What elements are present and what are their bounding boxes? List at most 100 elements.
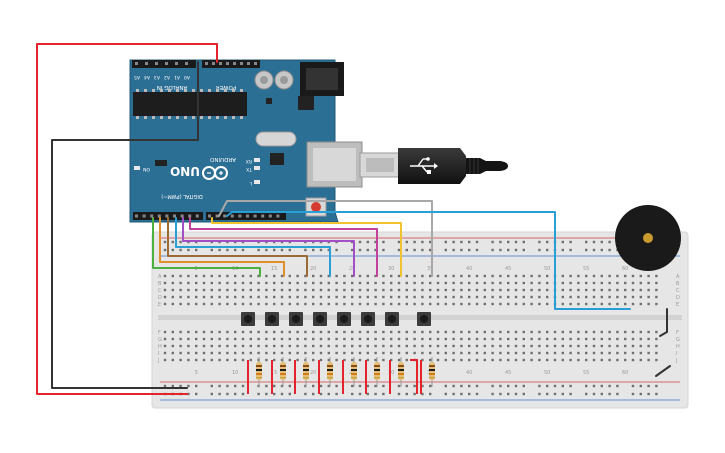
wire-pin6-purple[interactable] [182, 217, 355, 277]
reset-button-cap[interactable] [311, 202, 321, 212]
usb-icon [410, 157, 438, 174]
column-number: 55 [583, 266, 589, 272]
resistor[interactable] [280, 357, 286, 387]
row-letter: J [157, 358, 159, 364]
row-letter: G [676, 337, 680, 343]
svg-text:A0: A0 [184, 74, 190, 80]
svg-text:A4: A4 [144, 74, 150, 80]
resistor[interactable] [351, 357, 357, 387]
column-number: 10 [232, 370, 238, 376]
row-letter: I [158, 351, 159, 357]
row-letter: F [158, 330, 161, 336]
resistors[interactable] [247, 357, 435, 394]
buzzer-center-icon [643, 233, 653, 243]
resistor[interactable] [303, 357, 309, 387]
svg-text:A2: A2 [164, 74, 170, 80]
svg-text:A5: A5 [134, 74, 140, 80]
column-number: 50 [544, 370, 550, 376]
row-letter: C [158, 288, 162, 294]
wire-pin11-blue[interactable] [226, 211, 631, 310]
column-number: 20 [310, 370, 316, 376]
row-letter: A [158, 274, 162, 280]
on-led-label: ON [143, 166, 150, 172]
row-letter: F [676, 330, 679, 336]
piezo-buzzer[interactable] [615, 205, 681, 271]
arduino-uno-board[interactable]: A5 A4 A3 A2 A1 A0 ANALOG IN POWER [129, 59, 363, 223]
tx-label: TX [246, 166, 253, 172]
column-number: 55 [583, 370, 589, 376]
power-label: POWER [216, 84, 237, 90]
column-number: 40 [466, 266, 472, 272]
analog-header [132, 60, 196, 68]
wire-pin9-yellow[interactable] [211, 217, 402, 277]
wire-buzzer-gnd[interactable] [659, 308, 668, 337]
wire-pin7-magenta[interactable] [189, 217, 378, 277]
column-number: 15 [271, 266, 277, 272]
wire-pin2-green[interactable] [152, 217, 261, 277]
resistor[interactable] [398, 357, 404, 387]
row-letter: B [158, 281, 162, 287]
pushbutton[interactable] [313, 312, 327, 326]
digital-pwm-label: DIGITAL (PWM~) [161, 193, 203, 199]
column-number: 25 [349, 266, 355, 272]
column-number: 60 [622, 266, 628, 272]
resistor[interactable] [256, 357, 262, 387]
row-letter: D [158, 295, 162, 301]
wire-rail-jumper[interactable] [655, 365, 671, 377]
column-number: 30 [388, 266, 394, 272]
rx-label: RX [246, 158, 252, 164]
pushbutton[interactable] [241, 312, 255, 326]
pushbutton[interactable] [289, 312, 303, 326]
wire-pin5-blue[interactable] [175, 217, 331, 277]
row-letter: A [676, 274, 680, 280]
row-letter: E [158, 302, 161, 308]
resistor[interactable] [429, 357, 435, 387]
column-number: 15 [271, 370, 277, 376]
board-model-label: UNO [170, 164, 200, 178]
row-letter: J [675, 358, 677, 364]
column-number: 5 [195, 370, 198, 376]
wire-pin4-brown[interactable] [167, 217, 308, 277]
column-number: 45 [505, 370, 511, 376]
column-number: 20 [310, 266, 316, 272]
brand-label: ARDUINO [209, 156, 236, 162]
resistor[interactable] [327, 357, 333, 387]
row-letter: D [676, 295, 680, 301]
pushbutton[interactable] [265, 312, 279, 326]
pushbuttons[interactable] [241, 312, 431, 326]
arduino-logo-icon [202, 166, 228, 180]
atmega-chip [133, 92, 247, 116]
l-led-label: L [249, 180, 252, 186]
resistor[interactable] [374, 357, 380, 387]
row-letter: E [676, 302, 679, 308]
wire-gnd-black[interactable] [51, 61, 199, 389]
wire-pin10-gray[interactable] [218, 200, 433, 277]
crystal-oscillator [255, 131, 297, 147]
wire-5v-red[interactable] [36, 43, 218, 395]
column-number: 60 [622, 370, 628, 376]
row-letter: H [676, 344, 680, 350]
analog-in-label: ANALOG IN [157, 84, 188, 90]
pushbutton[interactable] [385, 312, 399, 326]
svg-text:A3: A3 [154, 74, 160, 80]
wire-rail-red[interactable] [410, 359, 418, 394]
column-number: 45 [505, 266, 511, 272]
row-letter: H [158, 344, 162, 350]
row-letter: C [676, 288, 680, 294]
row-letter: G [158, 337, 162, 343]
column-number: 40 [466, 370, 472, 376]
column-number: 35 [427, 266, 433, 272]
wire-pin3-orange[interactable] [159, 217, 285, 277]
voltage-regulator [298, 96, 314, 110]
column-number: 50 [544, 266, 550, 272]
column-number: 30 [388, 370, 394, 376]
pushbutton[interactable] [337, 312, 351, 326]
row-letter: I [676, 351, 677, 357]
pushbutton[interactable] [417, 312, 431, 326]
row-letter: B [676, 281, 680, 287]
pushbutton[interactable] [361, 312, 375, 326]
usb-cable[interactable] [359, 148, 508, 184]
svg-text:A1: A1 [174, 74, 180, 80]
